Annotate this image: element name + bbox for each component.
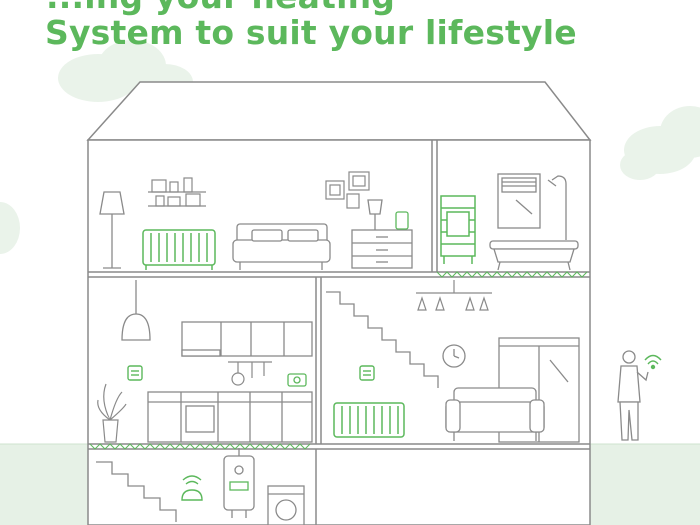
cloud-right	[620, 106, 700, 180]
floor-insulation-upper	[436, 271, 588, 278]
radiator-icon	[142, 229, 216, 270]
kitchen-base-units	[147, 391, 313, 443]
living-radiator	[333, 402, 405, 438]
bathroom-window	[497, 173, 541, 229]
headline-line-2: System to suit your lifestyle	[45, 13, 577, 52]
clock-icon	[442, 344, 466, 368]
plant	[97, 383, 127, 443]
towel-radiator	[440, 195, 476, 264]
bathtub	[489, 240, 579, 271]
thermostat-icon	[127, 365, 143, 381]
cloud-left-small	[0, 202, 20, 254]
washing-machine-icon	[267, 485, 305, 525]
floor-lamp	[99, 191, 125, 269]
thermostat-living	[359, 365, 375, 381]
boiler-icon	[223, 448, 255, 518]
house-outline	[86, 81, 592, 525]
utensil-rail	[228, 361, 272, 386]
headline-line-1-cropped: ...ing your heating	[46, 0, 700, 17]
wifi-icon	[644, 354, 662, 370]
floor-insulation-lower	[89, 443, 311, 450]
smart-plug	[287, 373, 307, 387]
hub-icon	[181, 475, 203, 501]
ceiling-spotlights	[416, 280, 492, 311]
chest-of-drawers	[351, 199, 413, 269]
basement-stairs	[96, 461, 177, 522]
staircase	[326, 291, 439, 388]
wall-shelf	[148, 177, 206, 207]
picture-frames	[325, 171, 370, 209]
shower-head	[547, 175, 567, 240]
person-with-phone	[617, 350, 649, 441]
pendant-lamp	[121, 280, 151, 341]
kitchen-wall-cabinets	[181, 321, 313, 357]
sofa	[232, 223, 331, 270]
armchair-sofa	[445, 387, 545, 441]
